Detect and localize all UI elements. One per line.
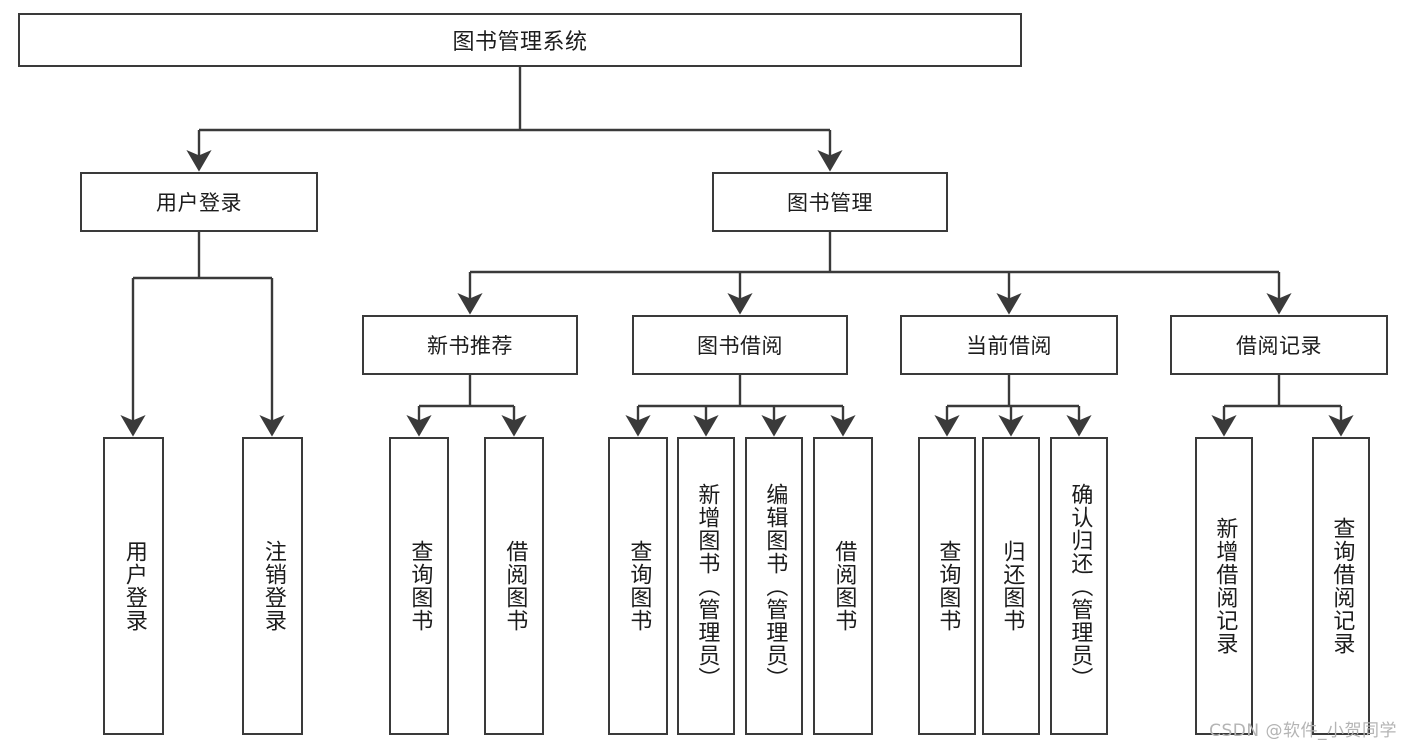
- node-root[interactable]: 图书管理系统: [18, 13, 1022, 67]
- leaf-borrow-book-1-label: 借阅图书: [502, 540, 528, 632]
- leaf-query-book-3[interactable]: 查询图书: [918, 437, 976, 735]
- leaf-query-record[interactable]: 查询借阅记录: [1312, 437, 1370, 735]
- leaf-user-login[interactable]: 用户登录: [103, 437, 164, 735]
- leaf-query-book-1-label: 查询图书: [407, 540, 433, 632]
- leaf-query-book-2-label: 查询图书: [626, 540, 652, 632]
- leaf-borrow-book-2[interactable]: 借阅图书: [813, 437, 873, 735]
- node-user-login-label: 用户登录: [156, 191, 242, 215]
- node-root-label: 图书管理系统: [452, 30, 588, 55]
- leaf-query-book-2[interactable]: 查询图书: [608, 437, 668, 735]
- leaf-add-record[interactable]: 新增借阅记录: [1195, 437, 1253, 735]
- node-book-manage[interactable]: 图书管理: [712, 172, 948, 232]
- node-user-login[interactable]: 用户登录: [80, 172, 318, 232]
- leaf-confirm-return[interactable]: 确认归还（管理员）: [1050, 437, 1108, 735]
- node-new-book-rec-label: 新书推荐: [427, 334, 513, 358]
- leaf-logout-login[interactable]: 注销登录: [242, 437, 303, 735]
- leaf-user-login-label: 用户登录: [121, 540, 147, 632]
- node-book-manage-label: 图书管理: [787, 191, 873, 215]
- leaf-return-book-label: 归还图书: [999, 540, 1025, 632]
- leaf-return-book[interactable]: 归还图书: [982, 437, 1040, 735]
- leaf-borrow-book-1[interactable]: 借阅图书: [484, 437, 544, 735]
- node-book-borrow-label: 图书借阅: [697, 334, 783, 358]
- node-borrow-record-label: 借阅记录: [1236, 334, 1322, 358]
- node-book-borrow[interactable]: 图书借阅: [632, 315, 848, 375]
- leaf-confirm-return-label: 确认归还（管理员）: [1067, 482, 1093, 690]
- leaf-edit-book-label: 编辑图书（管理员）: [762, 482, 788, 690]
- leaf-add-book-label: 新增图书（管理员）: [694, 482, 720, 690]
- leaf-add-book[interactable]: 新增图书（管理员）: [677, 437, 735, 735]
- node-new-book-rec[interactable]: 新书推荐: [362, 315, 578, 375]
- node-borrow-record[interactable]: 借阅记录: [1170, 315, 1388, 375]
- leaf-edit-book[interactable]: 编辑图书（管理员）: [745, 437, 803, 735]
- node-current-borrow-label: 当前借阅: [966, 334, 1052, 358]
- leaf-query-book-1[interactable]: 查询图书: [389, 437, 449, 735]
- leaf-borrow-book-2-label: 借阅图书: [831, 540, 857, 632]
- watermark: CSDN @软件_小贺同学: [1209, 721, 1397, 741]
- leaf-query-record-label: 查询借阅记录: [1329, 517, 1355, 655]
- leaf-query-book-3-label: 查询图书: [935, 540, 961, 632]
- leaf-add-record-label: 新增借阅记录: [1212, 517, 1238, 655]
- leaf-logout-login-label: 注销登录: [260, 540, 286, 632]
- node-current-borrow[interactable]: 当前借阅: [900, 315, 1118, 375]
